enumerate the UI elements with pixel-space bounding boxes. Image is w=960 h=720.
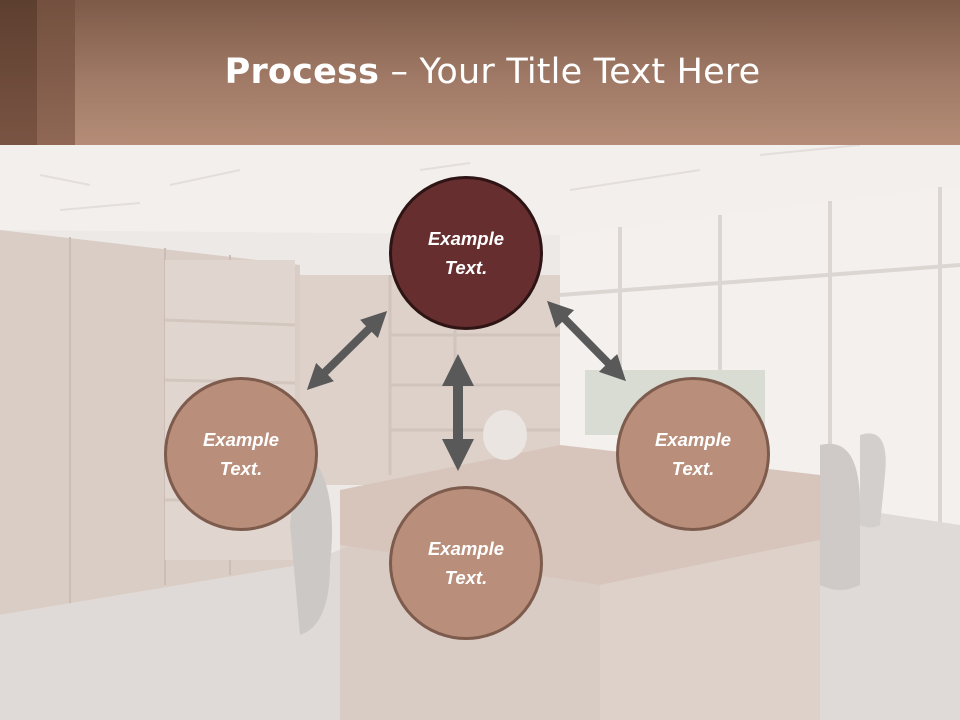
node-right-line2: Text.	[671, 458, 715, 479]
node-top-line2: Text.	[444, 257, 488, 278]
header-accent-strip	[0, 0, 37, 145]
node-left-line1: Example	[202, 429, 280, 450]
node-right-line1: Example	[654, 429, 732, 450]
header-band	[0, 0, 960, 145]
node-left-line2: Text.	[219, 458, 263, 479]
slide-title[interactable]: Process – Your Title Text Here	[0, 52, 960, 92]
node-bottom-line2: Text.	[444, 567, 488, 588]
node-bottom-line1: Example	[427, 538, 505, 559]
title-rest: – Your Title Text Here	[379, 52, 761, 92]
arrow-top-right	[547, 300, 626, 382]
arrow-top-left	[306, 311, 388, 390]
header-accent-strip-2	[37, 0, 75, 145]
title-bold: Process	[224, 52, 380, 92]
node-top-line1: Example	[427, 228, 505, 249]
